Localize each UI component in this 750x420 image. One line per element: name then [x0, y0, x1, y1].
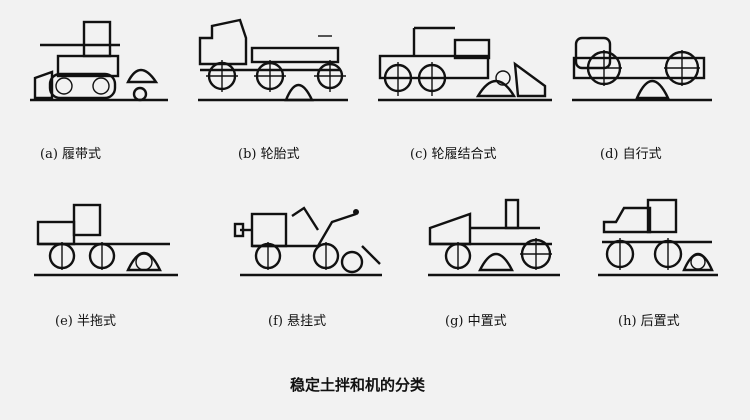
figure-caption: 稳定土拌和机的分类: [290, 376, 426, 394]
panel-label-a: (a) 履带式: [40, 147, 101, 162]
panel-label-b: (b) 轮胎式: [238, 147, 300, 162]
panel-label-c: (c) 轮履结合式: [410, 147, 497, 162]
machine-hitched: [233, 206, 382, 277]
machine-wheel-crawler: [378, 26, 552, 102]
panel-label-f: (f) 悬挂式: [268, 314, 326, 329]
panel-label-e: (e) 半拖式: [55, 314, 116, 329]
machine-rear-mounted: [598, 198, 718, 277]
machine-mid-mounted: [428, 198, 560, 277]
panel-label-d: (d) 自行式: [600, 147, 662, 162]
panel-label-g: (g) 中置式: [445, 314, 507, 329]
machine-self-propelled: [572, 36, 712, 102]
machine-crawler: [30, 20, 168, 102]
machine-semi-trailer: [34, 203, 178, 277]
panel-label-h: (h) 后置式: [618, 314, 680, 329]
machine-wheeled: [198, 18, 348, 102]
